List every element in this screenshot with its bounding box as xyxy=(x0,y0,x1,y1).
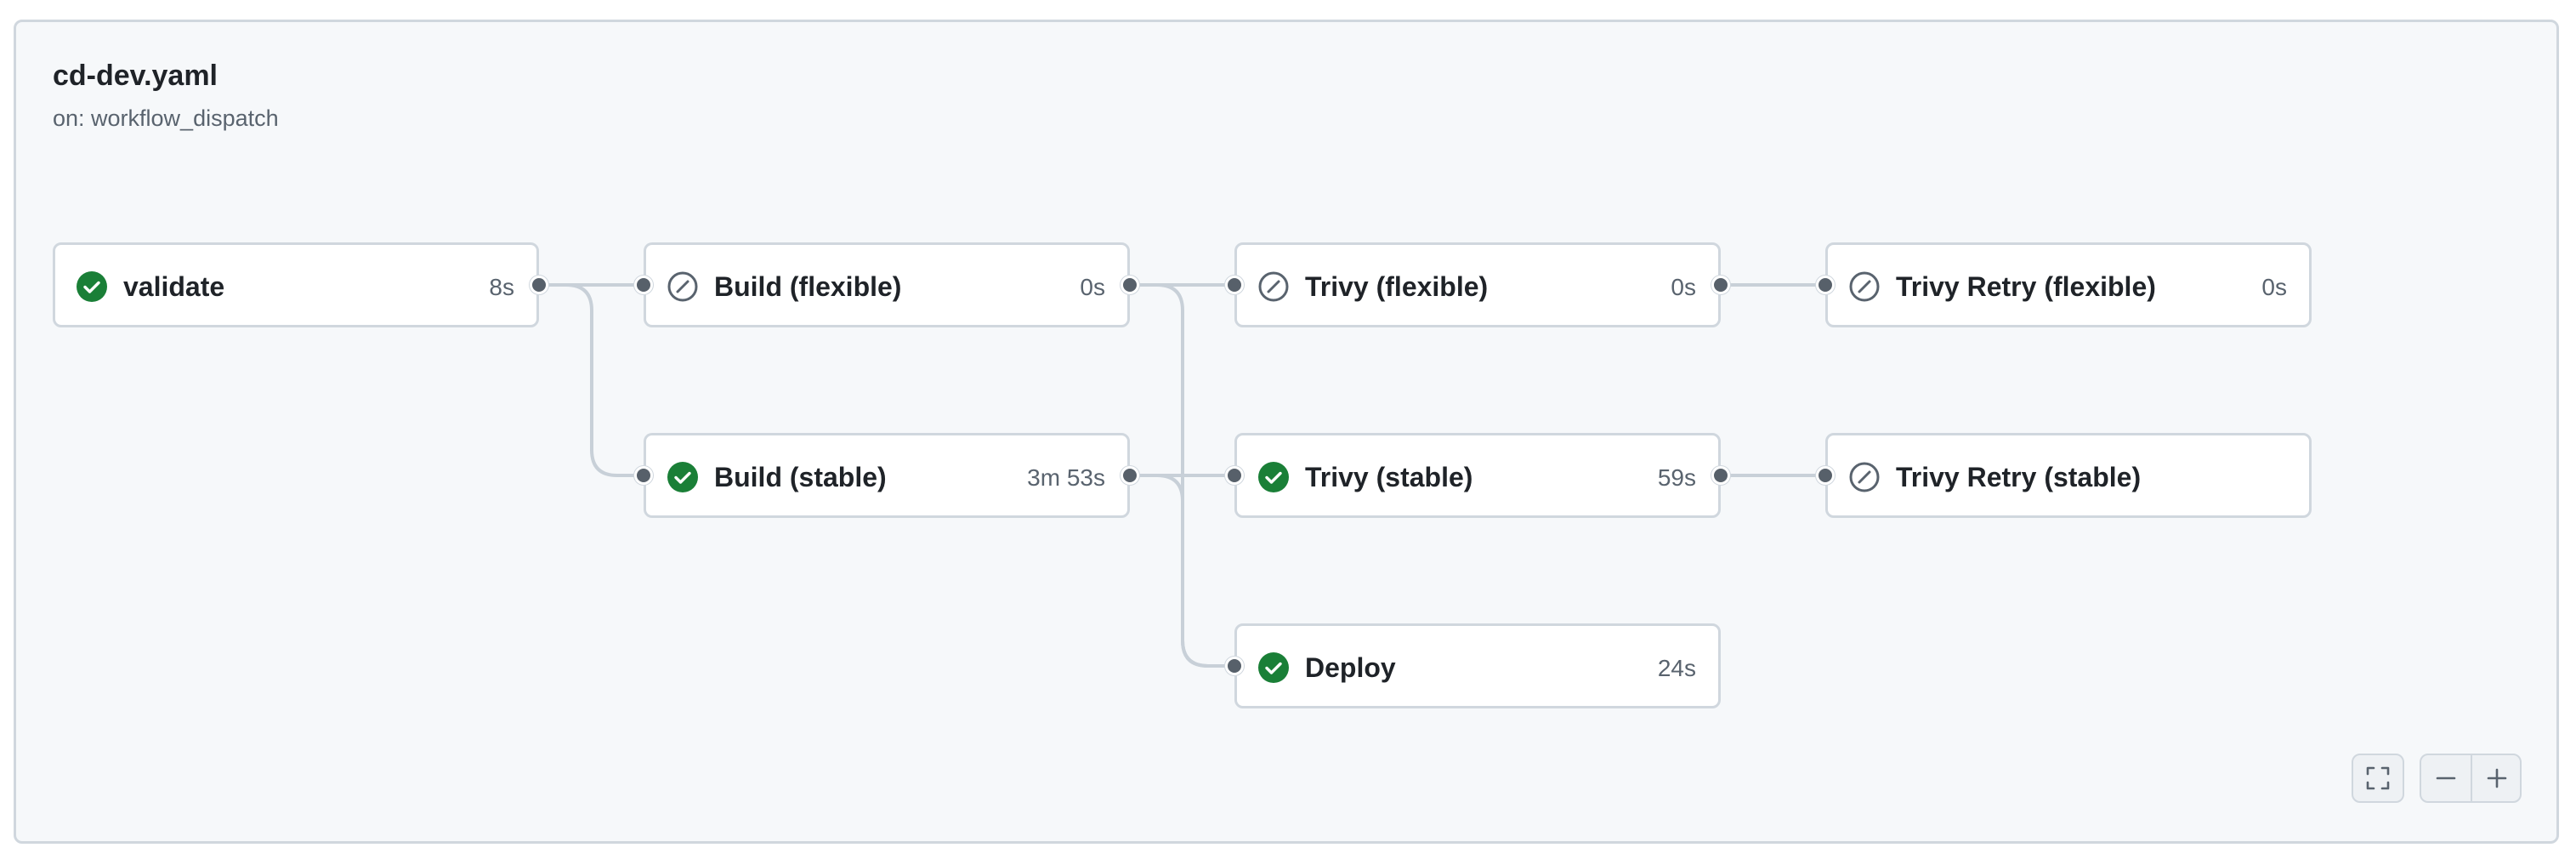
job-node-trivy-retry-stable[interactable]: Trivy Retry (stable) xyxy=(1825,433,2312,518)
input-port xyxy=(1816,466,1835,485)
workflow-trigger: on: workflow_dispatch xyxy=(53,105,279,131)
workflow-title: cd-dev.yaml xyxy=(53,60,218,92)
fullscreen-icon xyxy=(2366,766,2390,790)
job-duration: 0s xyxy=(1080,274,1105,300)
check-circle-icon xyxy=(77,271,107,302)
check-circle-icon xyxy=(1258,652,1289,683)
job-node-trivy-stable[interactable]: Trivy (stable) 59s xyxy=(1234,433,1721,518)
zoom-in-button[interactable] xyxy=(2472,755,2522,801)
job-name: Deploy xyxy=(1305,652,1396,683)
zoom-controls xyxy=(2420,754,2522,803)
job-node-build-flexible[interactable]: Build (flexible) 0s xyxy=(644,242,1130,327)
job-name: Trivy (flexible) xyxy=(1305,271,1489,302)
fullscreen-control xyxy=(2352,754,2404,803)
output-port xyxy=(1711,276,1730,294)
job-node-deploy[interactable]: Deploy 24s xyxy=(1234,623,1721,708)
job-duration: 8s xyxy=(489,274,514,300)
skipped-icon xyxy=(1849,271,1880,302)
job-name: Build (stable) xyxy=(714,462,887,492)
zoom-divider xyxy=(2471,755,2472,801)
check-circle-icon xyxy=(1258,462,1289,492)
zoom-out-icon xyxy=(2436,777,2456,780)
job-name: validate xyxy=(123,271,225,302)
check-circle-icon xyxy=(667,462,698,492)
input-port xyxy=(1225,657,1244,675)
job-name: Trivy (stable) xyxy=(1305,462,1473,492)
job-duration: 24s xyxy=(1657,655,1696,681)
fullscreen-button[interactable] xyxy=(2353,755,2403,801)
input-port xyxy=(634,466,653,485)
job-node-build-stable[interactable]: Build (stable) 3m 53s xyxy=(644,433,1130,518)
skipped-icon xyxy=(667,271,698,302)
workflow-graph-panel xyxy=(14,20,2559,844)
zoom-in-icon xyxy=(2487,768,2507,788)
input-port xyxy=(1816,276,1835,294)
input-port xyxy=(634,276,653,294)
output-port xyxy=(1121,466,1139,485)
job-node-validate[interactable]: validate 8s xyxy=(53,242,539,327)
job-duration: 3m 53s xyxy=(1027,464,1105,491)
zoom-out-button[interactable] xyxy=(2421,755,2471,801)
skipped-icon xyxy=(1258,271,1289,302)
job-name: Build (flexible) xyxy=(714,271,902,302)
job-node-trivy-flexible[interactable]: Trivy (flexible) 0s xyxy=(1234,242,1721,327)
job-name: Trivy Retry (stable) xyxy=(1896,462,2142,492)
output-port xyxy=(1121,276,1139,294)
output-port xyxy=(1711,466,1730,485)
job-duration: 0s xyxy=(1671,274,1696,300)
job-name: Trivy Retry (flexible) xyxy=(1896,271,2156,302)
skipped-icon xyxy=(1849,462,1880,492)
output-port xyxy=(530,276,548,294)
input-port xyxy=(1225,276,1244,294)
job-node-trivy-retry-flexible[interactable]: Trivy Retry (flexible) 0s xyxy=(1825,242,2312,327)
job-duration: 0s xyxy=(2261,274,2287,300)
input-port xyxy=(1225,466,1244,485)
job-duration: 59s xyxy=(1657,464,1696,491)
